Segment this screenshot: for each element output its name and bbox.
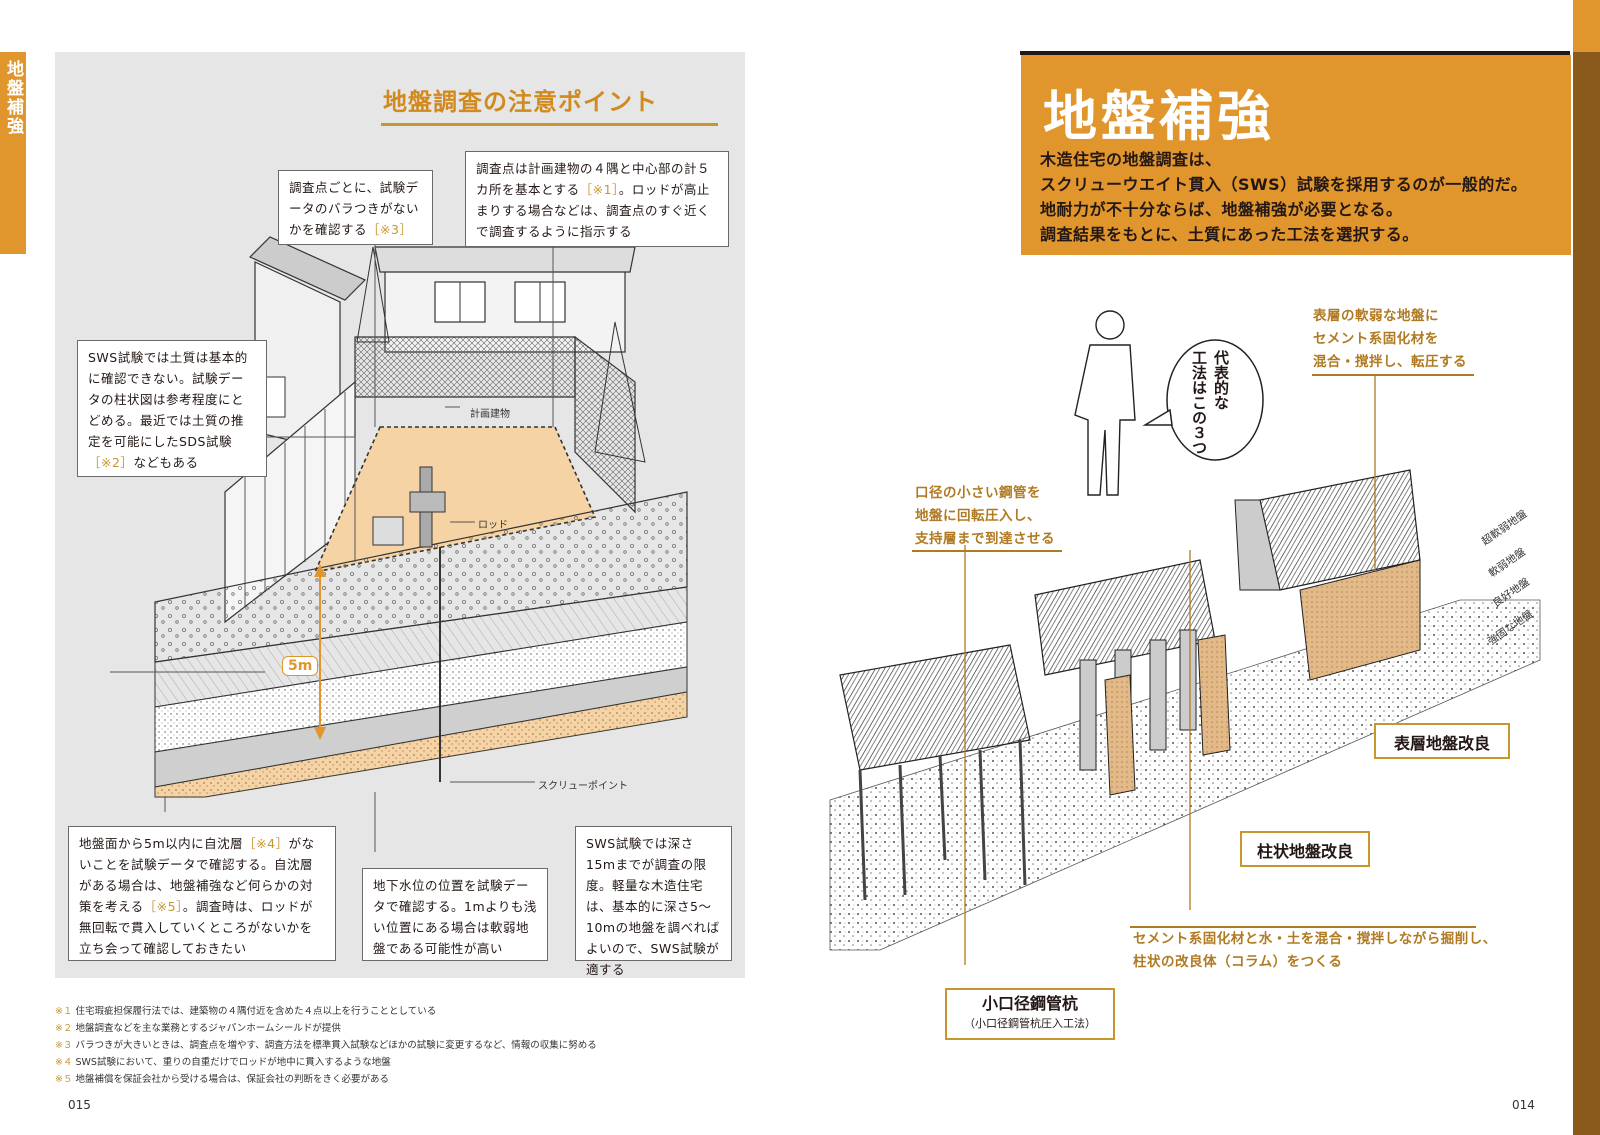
- section-title-underline: [381, 123, 718, 126]
- footnote-5: ※５ 地盤補償を保証会社から受ける場合は、保証会社の判断をきく必要がある: [55, 1074, 390, 1085]
- surface-description-rule: [1312, 374, 1474, 376]
- method-column-improvement: 柱状地盤改良: [1240, 831, 1370, 867]
- column-description-rule: [1130, 926, 1476, 928]
- ground-reinforcement-illustration: [829, 310, 1541, 965]
- chapter-tab-label: 地盤補強: [3, 60, 23, 136]
- callout-survey-points: 調査点は計画建物の４隅と中心部の計５カ所を基本とする［※1］。ロッドが高止まりす…: [465, 151, 729, 247]
- footnote-1: ※１ 住宅瑕疵担保履行法では、建築物の４隅付近を含めた４点以上を行うこととしてい…: [55, 1006, 437, 1017]
- page-number-left: 015: [68, 1098, 91, 1112]
- right-edge-band-dark: [1573, 52, 1600, 1135]
- column-improvement-description: セメント系固化材と水・土を混合・撹拌しながら掘削し、 柱状の改良体（コラム）をつ…: [1133, 931, 1497, 970]
- title-top-rule: [1020, 51, 1570, 55]
- footnote-4: ※４ SWS試験において、重りの自重だけでロッドが地中に貫入するような地盤: [55, 1057, 391, 1068]
- screw-point-label: スクリューポイント: [538, 781, 628, 792]
- surface-improvement-drawing: [1234, 469, 1421, 681]
- page-number-right: 014: [1512, 1098, 1535, 1112]
- speech-bubble-drawing: [1142, 339, 1264, 461]
- ground-survey-illustration: [110, 236, 688, 852]
- rod-label: ロッド: [478, 520, 508, 531]
- planned-building-label: 計画建物: [470, 409, 510, 420]
- sws-machine-drawing: [372, 466, 446, 782]
- engineer-figure: [1074, 310, 1136, 496]
- intro-line-1: 木造住宅の地盤調査は、: [1040, 150, 1222, 169]
- method-surface-improvement: 表層地盤改良: [1374, 723, 1510, 759]
- surface-improvement-description: 表層の軟弱な地盤に セメント系固化材を 混合・撹拌し、転圧する: [1313, 308, 1467, 370]
- pipe-pile-description: 口径の小さい鋼管を 地盤に回転圧入し、 支持層まで到達させる: [915, 485, 1055, 547]
- intro-line-4: 調査結果をもとに、土質にあった工法を選択する。: [1040, 225, 1419, 244]
- leader-lines: [110, 242, 554, 852]
- ground-strip-drawing: [829, 599, 1541, 951]
- soil-layers-drawing: [154, 491, 688, 798]
- callout-self-settlement: 地盤面から5m以内に自沈層［※4］がないことを試験データで確認する。自沈層がある…: [68, 826, 336, 961]
- depth-label: 5m: [282, 656, 319, 676]
- house-drawing: [248, 236, 636, 453]
- chapter-tab: [0, 52, 26, 254]
- callout-data-variation: 調査点ごとに、試験データのバラつきがないかを確認する［※3］: [278, 170, 433, 245]
- method-small-pipe-pile: 小口径鋼管杭 （小口径鋼管杭圧入工法）: [945, 988, 1115, 1040]
- footnote-2: ※２ 地盤調査などを主な業務とするジャパンホームシールドが提供: [55, 1023, 341, 1034]
- page-title: 地盤補強: [1043, 85, 1275, 148]
- title-box: [1021, 55, 1571, 255]
- callout-groundwater: 地下水位の位置を試験データで確認する。1mよりも浅い位置にある場合は軟弱地盤であ…: [362, 868, 548, 961]
- callout-soil-type: SWS試験では土質は基本的に確認できない。試験データの柱状図は参考程度にとどめる…: [77, 340, 267, 477]
- section-title: 地盤調査の注意ポイント: [383, 88, 658, 116]
- pipe-description-rule: [912, 550, 1062, 552]
- intro-line-2: スクリューウエイト貫入（SWS）試験を採用するのが一般的だ。: [1040, 175, 1528, 194]
- callout-depth-limit: SWS試験では深さ15mまでが調査の限度。軽量な木造住宅は、基本的に深さ5～10…: [575, 826, 732, 977]
- small-pipe-pile-drawing: [839, 644, 1031, 901]
- right-leader-lines: [964, 375, 1376, 965]
- intro-line-3: 地耐力が不十分ならば、地盤補強が必要となる。: [1040, 200, 1403, 219]
- footnote-3: ※３ バラつきが大きいときは、調査点を増やす、調査方法を標準貫入試験などほかの試…: [55, 1040, 597, 1051]
- column-improvement-drawing: [1034, 559, 1231, 796]
- speech-bubble-text: 代表的な工法はこの３つ: [1190, 350, 1230, 455]
